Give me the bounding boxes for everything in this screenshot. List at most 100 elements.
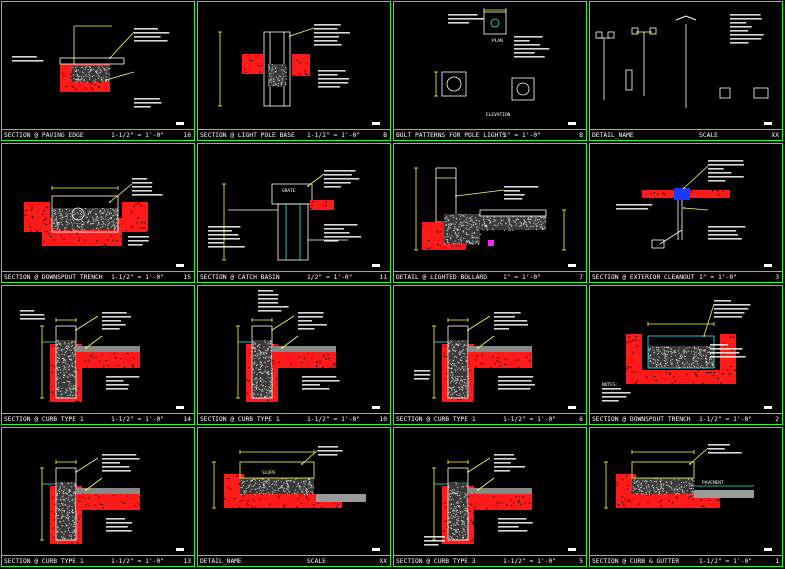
note-text-line [102,320,121,322]
catch-basin-top [271,183,313,205]
note-text-line [318,78,349,80]
note-text-line [424,540,445,542]
panel-scale: 1-1/2" = 1'-0" [111,558,165,565]
bolt-pattern [516,82,530,96]
pavement-course [694,490,754,498]
panel-number: 16 [183,132,191,139]
panel-title: SECTION @ DOWNSPOUT TRENCH [592,416,691,423]
drawing-label: NOTES: [602,382,618,388]
paving-course [76,488,140,494]
note-text-line [514,40,530,42]
note-text-line [106,522,133,524]
note-text-line [102,462,120,464]
leader-line [281,335,299,349]
panel-title: SECTION @ CURB TYPE 1 [4,558,84,565]
note-text-line [714,312,745,314]
gravel-stones [632,478,695,495]
detail-drawing: PAVEMENT [604,444,754,509]
note-text-line [324,232,350,234]
note-text-line [324,170,356,172]
luminaire [595,31,603,39]
concrete-hatch [626,334,642,374]
leader-arrow [307,185,309,187]
gravel-fill [444,214,480,244]
note-text-line [102,324,126,326]
note-text-line [132,182,153,184]
leader-arrow [703,335,705,337]
hatch-speckle [650,190,731,199]
leader-line [109,183,133,203]
note-text-line [424,544,439,546]
note-text-line [102,466,130,468]
note-text-line [494,328,510,330]
panel-title: SECTION @ DOWNSPOUT TRENCH [4,274,103,281]
panel-frame [1,1,195,141]
hatch-speckle [246,344,280,401]
note-text-line [710,348,743,350]
note-text-line [414,378,430,380]
concrete-hatch [292,54,310,76]
detail-drawing [616,160,746,249]
note-text-line [504,190,521,192]
note-text-line [134,106,151,108]
panel-scale: 1-1/2" = 1'-0" [111,416,165,423]
leader-line [109,31,135,59]
note-text-line [134,40,168,42]
scale-bar [176,548,184,551]
leader-arrow [271,329,273,331]
note-text-line [102,316,131,318]
concrete-hatch [224,494,342,508]
concrete-hatch [720,334,736,374]
note-text-line [514,44,541,46]
note-text-line [20,314,45,316]
note-text-line [602,388,621,390]
panel-frame [589,285,783,425]
leader-line [477,477,495,491]
panel-frame [393,1,587,141]
note-text-line [302,388,330,390]
note-text-line [714,304,751,306]
panel-scale: SCALE [307,558,326,565]
note-text-line [730,14,761,16]
scale-bar [176,406,184,409]
panel-scale: 1-1/2" = 1'-0" [307,416,361,423]
note-text-line [710,352,740,354]
note-text-line [498,530,528,532]
note-text-line [730,30,749,32]
wye-fitting [659,229,683,245]
note-text-line [318,446,338,448]
note-text-line [498,376,534,378]
panel-frame [197,1,391,141]
leader-arrow [289,35,291,37]
note-text-line [298,320,313,322]
scale-bar [764,264,772,267]
wall-pack [719,87,731,99]
panel-title: SECTION @ CURB TYPE 1 [396,416,476,423]
gravel-stones [448,340,469,399]
note-text-line [708,226,746,228]
note-text-line [106,376,140,378]
gravel-stones [53,208,119,231]
leader-line [289,27,315,37]
panel-title: BOLT PATTERNS FOR POLE LIGHTS [396,132,506,139]
note-text-line [106,384,129,386]
note-text-line [132,178,148,180]
bolt-pattern [446,76,462,92]
drawing-label: SLOPE [262,470,276,476]
drawing-label: ELEVATION [486,112,511,118]
trench-outline [51,195,119,233]
note-text-line [514,56,545,58]
concrete-hatch [76,352,140,368]
leader-arrow [75,329,77,331]
note-text-line [324,224,358,226]
panel-number: XX [379,558,387,565]
note-text-line [494,324,529,326]
leader-arrow [683,187,685,189]
note-text-line [128,244,143,246]
